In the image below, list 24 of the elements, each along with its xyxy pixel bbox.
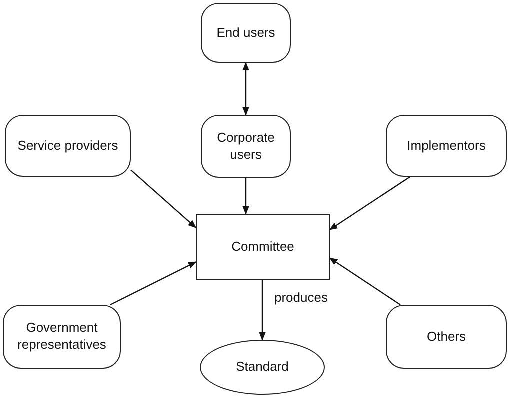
arrow [242, 62, 250, 116]
rounded-box [5, 115, 131, 177]
rounded-box [201, 115, 291, 178]
rounded-box [386, 305, 507, 369]
node-label: Service providers [16, 138, 120, 154]
ellipse-node [200, 340, 325, 395]
node-label: Government representatives [16, 320, 108, 354]
node-label: Others [426, 328, 467, 346]
arrow [130, 170, 197, 228]
rounded-box [201, 3, 291, 63]
arrow [242, 178, 250, 215]
node-label: End users [216, 24, 276, 42]
node-label: Implementors [406, 138, 487, 154]
node-label: Committee [230, 238, 296, 256]
node-label: Standard [235, 359, 290, 376]
edge-label: produces [274, 290, 328, 305]
arrow [329, 176, 411, 230]
arrow [259, 280, 266, 341]
process-box [196, 214, 330, 280]
rounded-box [3, 305, 121, 369]
rounded-box [386, 115, 507, 177]
arrow [110, 262, 197, 306]
arrow [329, 258, 401, 306]
node-label: Corporate users [216, 130, 276, 164]
